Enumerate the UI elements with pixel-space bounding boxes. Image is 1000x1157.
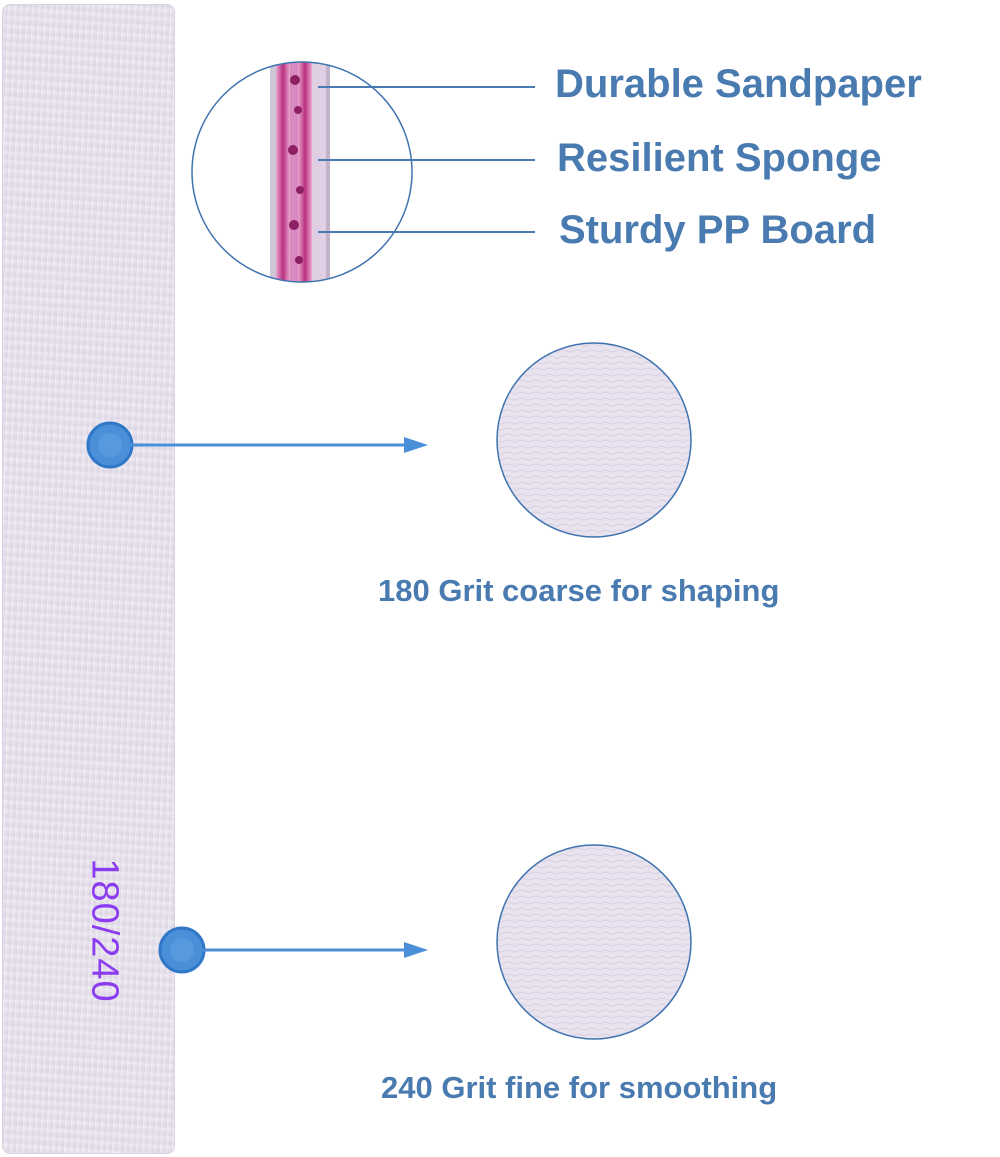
fine-marker — [158, 926, 206, 974]
sponge-label: Resilient Sponge — [557, 136, 882, 180]
nail-file-board — [2, 4, 175, 1154]
fine-grit-label: 240 Grit fine for smoothing — [381, 1070, 778, 1105]
coarse-grit-zoom — [496, 342, 692, 538]
sandpaper-label: Durable Sandpaper — [555, 62, 922, 106]
coarse-grit-label: 180 Grit coarse for shaping — [378, 573, 780, 608]
fine-grit-zoom — [496, 844, 692, 1040]
cross-section-zoom — [191, 61, 413, 283]
fine-arrow — [200, 942, 428, 958]
coarse-marker — [86, 421, 134, 469]
board-label: Sturdy PP Board — [559, 208, 877, 252]
coarse-arrow — [128, 437, 428, 453]
